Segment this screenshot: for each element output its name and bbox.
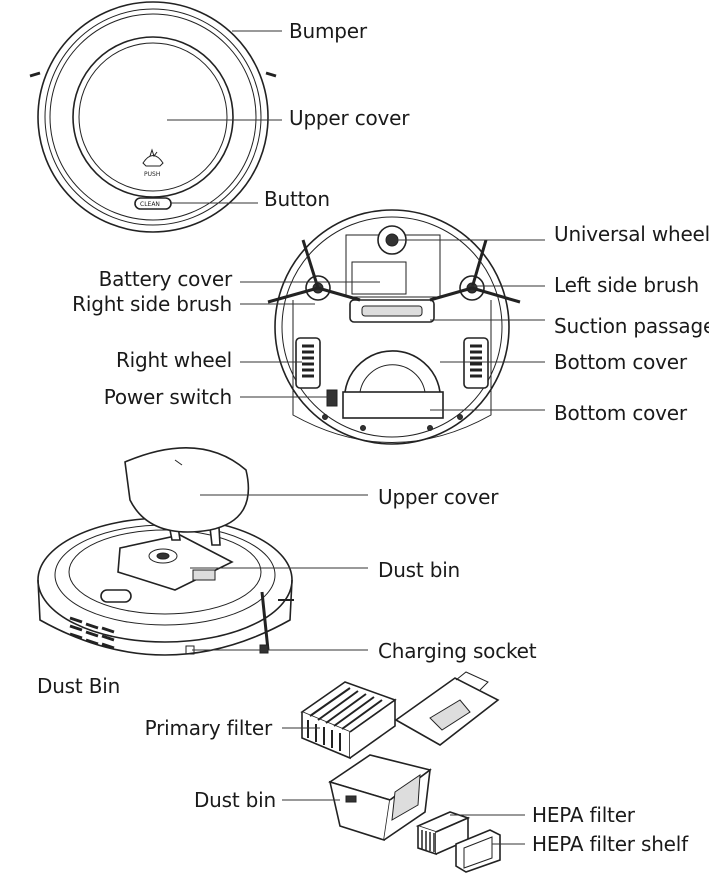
- label-dust-bin-open: Dust bin: [378, 558, 461, 582]
- bottom-cover-plate: [342, 391, 444, 419]
- bumper-outer-ring: [37, 1, 269, 233]
- right-brush-stub: [265, 71, 277, 78]
- clean-button-text: CLEAN: [140, 201, 160, 208]
- bottom-cover-dome: [344, 350, 441, 393]
- label-left-side-brush: Left side brush: [554, 273, 700, 297]
- label-bottom-cover-1: Bottom cover: [554, 350, 687, 374]
- body-ring: [49, 13, 257, 221]
- power-switch-icon: [326, 389, 338, 407]
- push-icon: [142, 155, 164, 167]
- left-brush-stub: [29, 71, 41, 78]
- dust-bin-exploded: [300, 671, 501, 873]
- label-bumper: Bumper: [289, 19, 367, 43]
- label-universal-wheel: Universal wheel: [554, 222, 709, 246]
- leader-lines: [167, 30, 545, 845]
- clean-button-side: [100, 589, 132, 603]
- label-power-switch: Power switch: [103, 385, 232, 409]
- left-side-brush-icon: [429, 239, 521, 304]
- label-hepa-filter: HEPA filter: [532, 803, 635, 827]
- battery-cover-plate: [351, 261, 407, 295]
- label-upper-cover-top: Upper cover: [289, 106, 410, 130]
- label-right-wheel: Right wheel: [115, 348, 232, 372]
- bottom-outer-ring: [274, 209, 510, 445]
- open-lid-robot: [37, 447, 294, 656]
- label-hepa-filter-shelf: HEPA filter shelf: [532, 832, 688, 856]
- label-button: Button: [264, 187, 330, 211]
- label-upper-cover-open: Upper cover: [378, 485, 499, 509]
- label-charging-socket: Charging socket: [378, 639, 537, 663]
- top-view-robot: PUSH CLEAN: [29, 1, 277, 233]
- upper-cover-lid: [124, 447, 250, 533]
- label-right-side-brush: Right side brush: [72, 292, 232, 316]
- side-vents: [69, 616, 115, 650]
- section-title-dust-bin: Dust Bin: [37, 674, 121, 698]
- label-battery-cover: Battery cover: [98, 267, 233, 291]
- label-suction-passage: Suction passage: [554, 314, 709, 338]
- bumper-inner-ring: [44, 8, 262, 226]
- upper-cover-disc: [78, 42, 228, 192]
- label-dust-bin: Dust bin: [193, 788, 276, 812]
- bottom-view-robot: [267, 209, 521, 445]
- chassis-outline: [292, 300, 492, 443]
- push-text: PUSH: [144, 171, 160, 178]
- label-bottom-cover-2: Bottom cover: [554, 401, 687, 425]
- body-side-wall: [37, 579, 293, 656]
- upper-cover-ring: [72, 36, 234, 198]
- label-primary-filter: Primary filter: [144, 716, 273, 740]
- hepa-shelf-shape: [455, 829, 501, 873]
